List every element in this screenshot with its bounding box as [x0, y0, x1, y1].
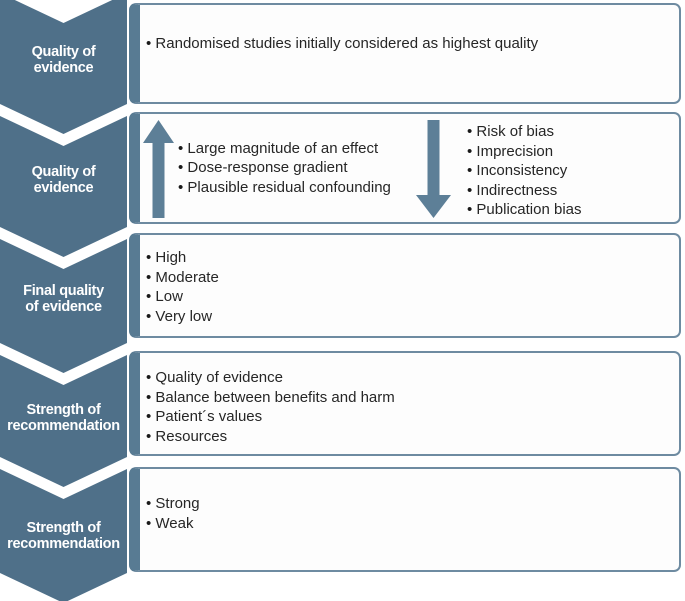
bullet-item: Risk of bias: [467, 122, 582, 142]
downgrade-factors-list: Risk of bias Imprecision Inconsistency I…: [467, 118, 582, 220]
chevron-label-final-quality-of-evidence: Final quality of evidence: [0, 269, 129, 329]
bullet-item: Very low: [146, 307, 671, 327]
label-line: Quality of: [31, 44, 96, 60]
label-line: evidence: [33, 180, 94, 196]
label-line: recommendation: [7, 418, 120, 434]
chevron-label-quality-of-evidence-2: Quality of evidence: [0, 150, 129, 210]
bullet-item: Patient´s values: [146, 407, 671, 427]
label-line: evidence: [33, 60, 94, 76]
bullet-item: Inconsistency: [467, 161, 582, 181]
box-recommendation-factors: Quality of evidence Balance between bene…: [129, 351, 681, 456]
label-line: Strength of: [26, 402, 101, 418]
box-recommendation-strength: Strong Weak: [129, 467, 681, 572]
box-initial-quality: Randomised studies initially considered …: [129, 3, 681, 104]
up-arrow-icon: [143, 120, 174, 218]
chevron-shape: [0, 355, 127, 487]
bullet-item: Resources: [146, 427, 671, 447]
chevron-shape: [0, 116, 127, 257]
chevron-label-quality-of-evidence-1: Quality of evidence: [0, 30, 129, 90]
bullet-item: Moderate: [146, 268, 671, 288]
label-line: recommendation: [7, 536, 120, 552]
chevron-shape: [0, 469, 127, 601]
bullet-item: Balance between benefits and harm: [146, 388, 671, 408]
bullet-item: Publication bias: [467, 200, 581, 220]
bullet-item: Low: [146, 287, 671, 307]
upgrade-factors-list: Large magnitude of an effect Dose-respon…: [178, 139, 416, 198]
bullet-item: High: [146, 248, 671, 268]
chevron-label-strength-of-recommendation-2: Strength of recommendation: [0, 506, 129, 566]
label-line: Strength of: [26, 520, 101, 536]
bullet-item: Indirectness: [467, 181, 582, 201]
chevron-label-strength-of-recommendation-1: Strength of recommendation: [0, 388, 129, 448]
label-line: Quality of: [31, 164, 96, 180]
bullet-item: Strong: [146, 494, 671, 514]
bullet-item: Plausible residual confounding: [178, 178, 416, 198]
chevron-shape: [0, 239, 127, 373]
bullet-item: Quality of evidence: [146, 368, 671, 388]
bullet-item: Imprecision: [467, 142, 582, 162]
box-final-quality-levels: High Moderate Low Very low: [129, 233, 681, 338]
bullet-item: Dose-response gradient: [178, 158, 416, 178]
label-line: of evidence: [25, 299, 102, 315]
bullet-item: Large magnitude of an effect: [178, 139, 416, 159]
chevron-arrow-column: [0, 0, 127, 601]
box-quality-modifiers: Large magnitude of an effect Dose-respon…: [129, 112, 681, 224]
label-line: Final quality: [23, 283, 104, 299]
bullet-item: Weak: [146, 514, 671, 534]
chevron-shape: [0, 0, 127, 134]
bullet-item: Randomised studies initially considered …: [146, 34, 671, 54]
down-arrow-icon: [416, 120, 451, 218]
